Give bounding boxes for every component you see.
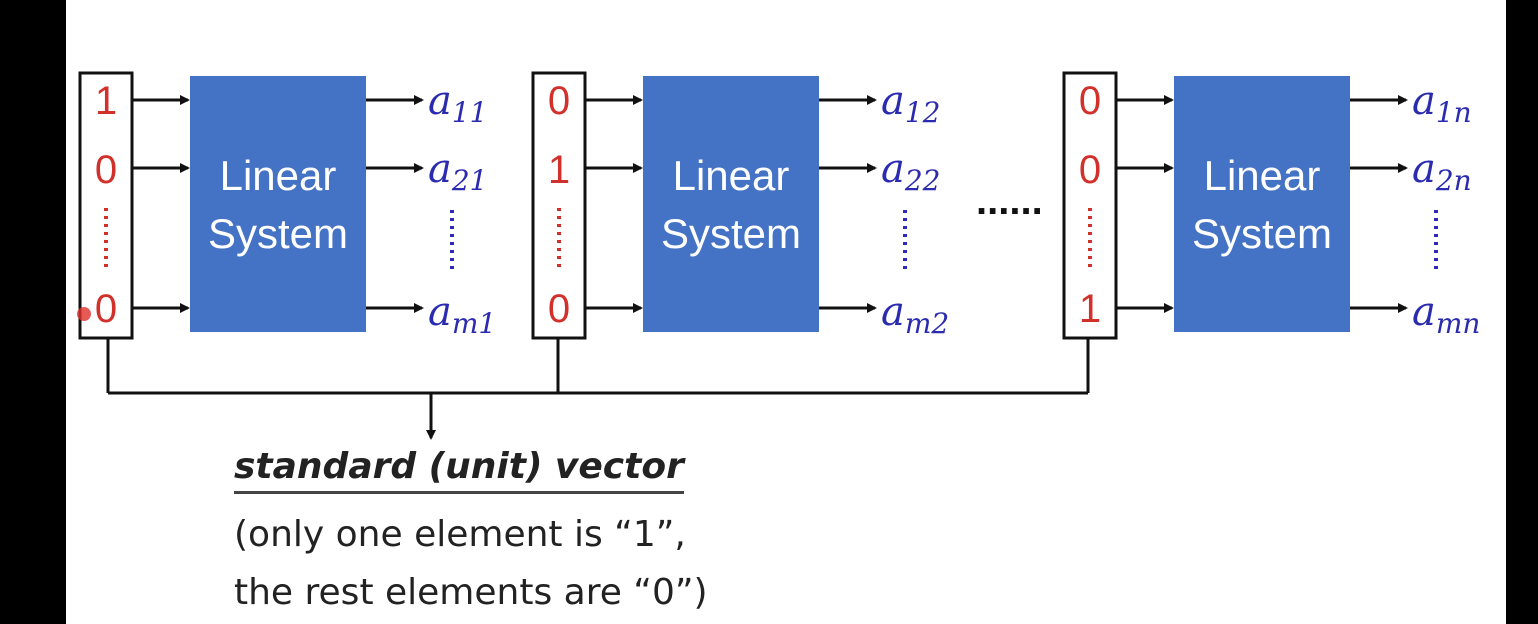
linear-system-label-2-3: System	[1192, 210, 1332, 257]
vector-entry-2-1: 0	[548, 79, 570, 123]
linear-system-box-1	[190, 76, 366, 332]
linear-system-label-1-3: Linear	[1204, 152, 1321, 199]
systems-layer: 100LinearSystema11a21am1010LinearSystema…	[78, 71, 1480, 340]
linear-system-label-1-2: Linear	[673, 152, 790, 199]
vector-entry-3-1: 0	[1079, 79, 1101, 123]
between-systems-ellipsis: ......	[976, 179, 1043, 223]
input-vector-frame-1	[78, 71, 134, 340]
output-label-2-3: am2	[881, 289, 949, 340]
linear-system-box-2	[643, 76, 819, 332]
caption-line-1: (only one element is “1”,	[234, 514, 686, 555]
vector-entry-2-3: 0	[548, 287, 570, 331]
vector-entry-1-3: 0	[95, 287, 117, 331]
connector-lines	[106, 339, 1090, 440]
caption-title: standard (unit) vector	[234, 446, 684, 494]
output-label-2-1: a12	[881, 78, 941, 129]
unit-vector-diagram: 100LinearSystema11a21am1010LinearSystema…	[78, 71, 1480, 440]
output-label-1-3: am1	[428, 289, 496, 340]
output-label-2-2: a22	[881, 146, 941, 197]
output-label-1-1: a11	[428, 78, 488, 129]
vector-entry-1-2: 0	[95, 148, 117, 192]
vector-entry-3-3: 1	[1079, 287, 1101, 331]
caption-line-2: the rest elements are “0”)	[234, 572, 708, 613]
input-vector-frame-3	[1062, 71, 1118, 340]
vector-entry-3-2: 0	[1079, 148, 1101, 192]
vector-entry-1-1: 1	[95, 79, 117, 123]
linear-system-label-2-2: System	[661, 210, 801, 257]
input-vector-frame-2	[531, 71, 587, 340]
vector-entry-2-2: 1	[548, 148, 570, 192]
output-label-3-2: a2n	[1412, 146, 1472, 197]
output-label-1-2: a21	[428, 146, 488, 197]
linear-system-label-2-1: System	[208, 210, 348, 257]
output-label-3-3: amn	[1412, 289, 1480, 340]
linear-system-box-3	[1174, 76, 1350, 332]
linear-system-label-1-1: Linear	[220, 152, 337, 199]
output-label-3-1: a1n	[1412, 78, 1472, 129]
pointer-dot	[77, 307, 91, 321]
